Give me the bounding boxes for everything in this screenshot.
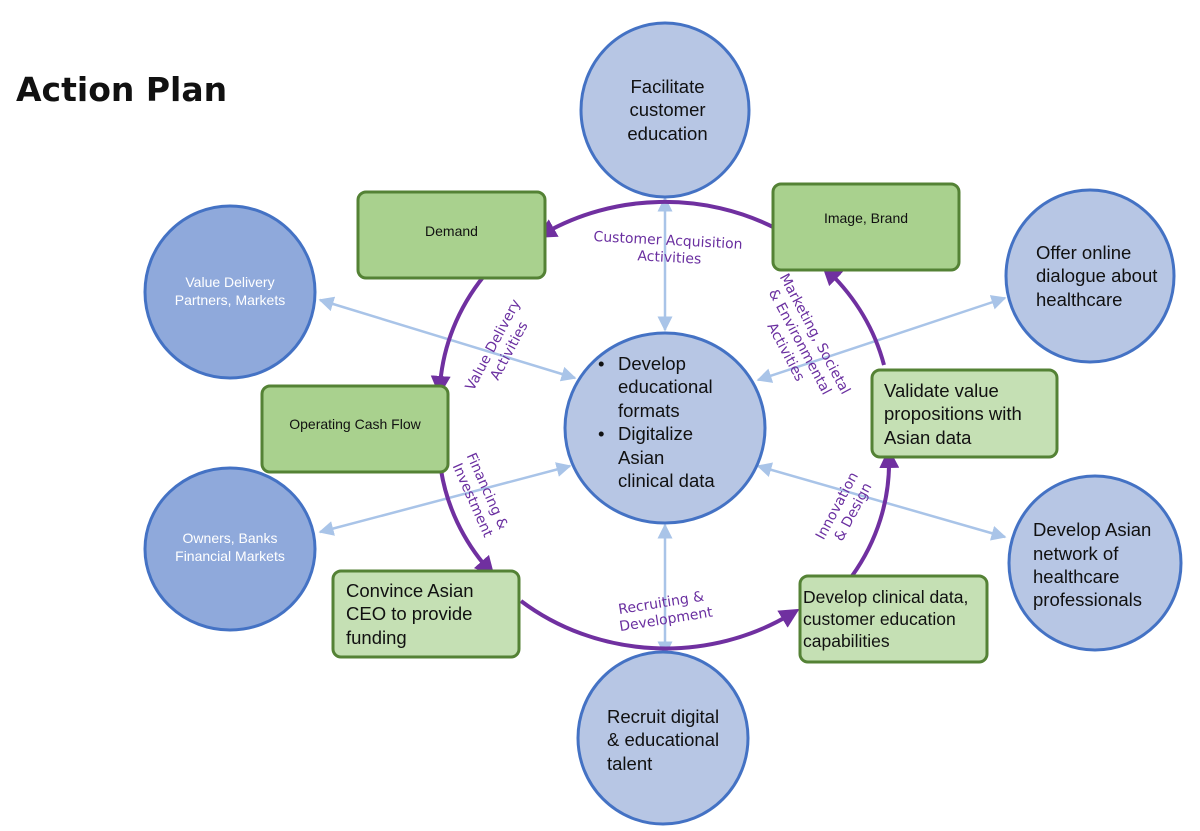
flow-label-recruiting: Recruiting & Development xyxy=(616,588,715,635)
ring-arc-right-top xyxy=(821,265,886,366)
circle-left-bottom xyxy=(143,466,317,632)
circle-right-bottom xyxy=(1007,474,1183,652)
connector-right-bottom xyxy=(756,462,1007,541)
center-bullet-item: Develop educational formats xyxy=(596,352,766,422)
circle-right-top xyxy=(1004,188,1176,364)
activity-boxes xyxy=(260,182,1059,664)
box-operating-cash-flow xyxy=(260,384,450,474)
flow-labels: Customer Acquisition Activities Value De… xyxy=(449,229,879,635)
center-bullet-line: Digitalize xyxy=(618,423,694,445)
box-image-brand xyxy=(771,182,961,272)
ring-arc-bottom xyxy=(519,599,800,651)
connector-right-top xyxy=(756,295,1007,383)
box-demand xyxy=(356,190,547,280)
box-convince xyxy=(331,569,521,659)
box-develop-clinical xyxy=(798,574,989,664)
circle-bottom xyxy=(576,650,750,826)
ring-arc-left-bottom xyxy=(439,469,495,577)
ring-arc-top xyxy=(536,199,776,238)
activity-ring xyxy=(430,199,900,651)
ring-arc-right-bottom xyxy=(850,448,900,578)
center-bullet-line: Asian xyxy=(618,446,665,468)
ring-arc-left-top xyxy=(430,274,486,396)
page-title: Action Plan xyxy=(16,70,228,109)
center-bullet-line: Develop xyxy=(618,353,686,374)
flow-label-innovation: Innovation & Design xyxy=(813,466,879,551)
box-validate xyxy=(870,368,1059,459)
center-bullet-line: educational xyxy=(618,376,713,398)
center-bullet-line: clinical data xyxy=(618,470,715,492)
circle-left-top xyxy=(143,204,317,380)
center-bullet-item: Digitalize Asian clinical data xyxy=(596,422,766,492)
flow-label-customer-acquisition: Customer Acquisition Activities xyxy=(592,229,747,270)
connector-left-bottom xyxy=(318,462,572,536)
circle-top xyxy=(579,21,751,199)
center-bullet-line: formats xyxy=(618,399,680,421)
center-bullet-list: Develop educational formats Digitalize A… xyxy=(596,352,766,493)
